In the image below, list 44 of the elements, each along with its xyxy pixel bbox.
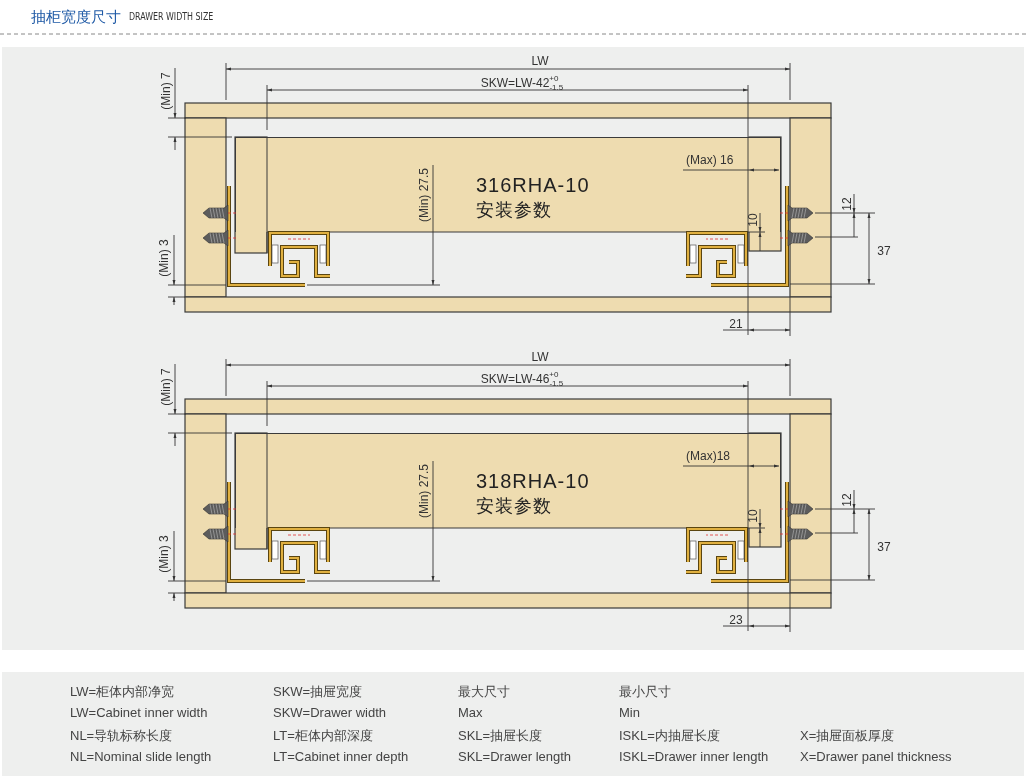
caption-text: 安装参数 — [476, 201, 552, 219]
legend-text: Max — [458, 706, 483, 719]
legend-text: ISKL=内抽屉长度 — [619, 729, 720, 742]
legend-text: LT=Cabinet inner depth — [273, 750, 409, 763]
legend-text: 最大尺寸 — [458, 685, 510, 698]
dimension-label: (Max) 16 — [686, 154, 734, 166]
dimension-label: 12 — [841, 493, 853, 507]
model-number: 316RHA-10 — [476, 175, 590, 195]
dimension-label: 21 — [729, 318, 743, 330]
dimension-label: 37 — [877, 245, 891, 257]
dimension-label: (Min) 27.5 — [418, 168, 430, 222]
caption-text: 安装参数 — [476, 497, 552, 515]
legend-text: LW=Cabinet inner width — [70, 706, 208, 719]
dimension-label: LW — [531, 351, 549, 363]
drawer-panel — [235, 137, 781, 232]
legend-text: Min — [619, 706, 640, 719]
legend-text: 最小尺寸 — [619, 685, 671, 698]
dimension-label: (Max)18 — [686, 450, 730, 462]
legend-text: ISKL=Drawer inner length — [619, 750, 769, 763]
model-number: 318RHA-10 — [476, 471, 590, 491]
legend-text: SKW=Drawer width — [273, 706, 387, 719]
dimension-label: 10 — [747, 509, 759, 523]
dimension-label: 23 — [729, 614, 743, 626]
heading-text: DRAWER WIDTH SIZE — [129, 11, 214, 22]
dimension-label: (Min) 27.5 — [418, 464, 430, 518]
legend-text: SKW=抽屉宽度 — [273, 685, 363, 698]
drawer-panel — [235, 433, 781, 528]
title: 抽柜宽度尺寸 — [31, 9, 121, 24]
legend-text: NL=导轨标称长度 — [70, 729, 173, 742]
dimension-label: (Min) 3 — [158, 535, 170, 573]
legend-text: LW=柜体内部净宽 — [70, 685, 175, 698]
dimension-label: 37 — [877, 541, 891, 553]
legend-text: X=抽屉面板厚度 — [800, 729, 895, 742]
dimension-label: (Min) 7 — [160, 72, 172, 110]
legend-text: SKL=抽屉长度 — [458, 729, 543, 742]
legend-text: LT=柜体内部深度 — [273, 729, 373, 742]
legend-text: NL=Nominal slide length — [70, 750, 212, 763]
dimension-label: 10 — [747, 213, 759, 227]
dimension-label: (Min) 3 — [158, 239, 170, 277]
legend-text: X=Drawer panel thickness — [800, 750, 952, 763]
dimension-label: (Min) 7 — [160, 368, 172, 406]
dimension-label: LW — [531, 55, 549, 67]
legend-text: SKL=Drawer length — [458, 750, 572, 763]
dimension-label: 12 — [841, 197, 853, 211]
